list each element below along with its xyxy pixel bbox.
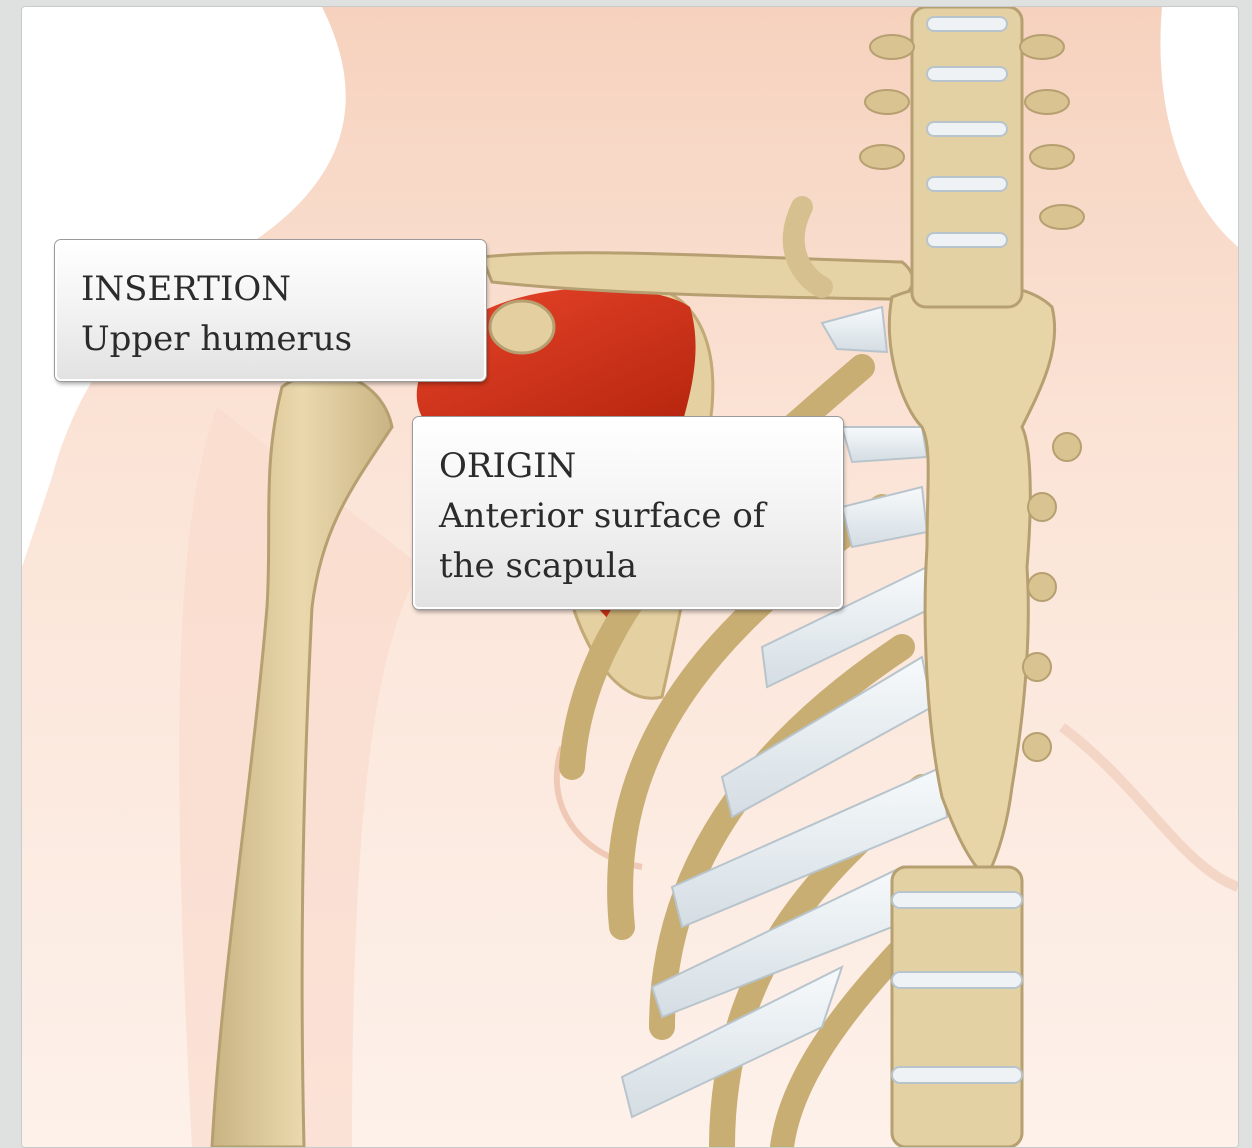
insertion-description: Upper humerus [81, 314, 460, 364]
insertion-heading: INSERTION [81, 264, 460, 314]
origin-description: Anterior surface of the scapula [439, 491, 821, 591]
origin-callout: ORIGIN Anterior surface of the scapula [413, 417, 843, 609]
origin-heading: ORIGIN [439, 441, 821, 491]
insertion-callout: INSERTION Upper humerus [55, 240, 486, 381]
